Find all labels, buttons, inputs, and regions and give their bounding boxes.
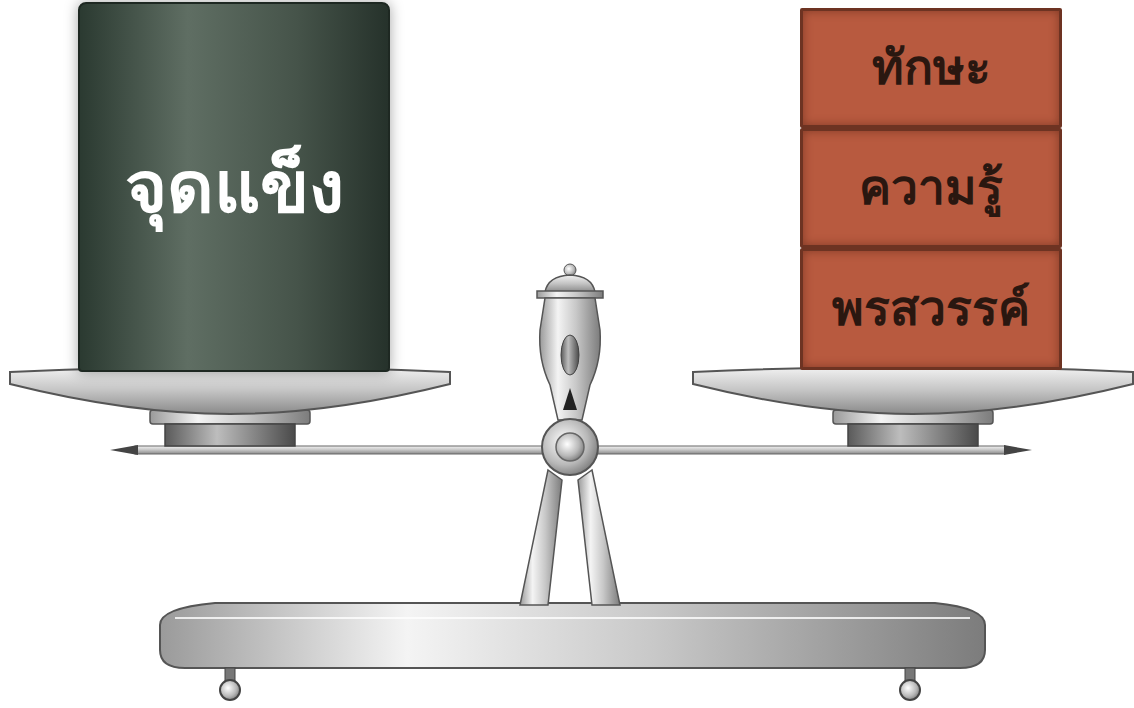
brick-block: ทักษะ (800, 8, 1062, 128)
post-body (540, 298, 601, 420)
post-dome (545, 275, 595, 292)
pan-support (848, 424, 978, 446)
node-label: พรสวรรค์ (832, 280, 1030, 338)
scale-pan (10, 367, 450, 414)
scale-pan (693, 367, 1133, 414)
strength-book: จุดแข็ง (78, 2, 390, 372)
post-leg (520, 470, 562, 605)
node-label: จุดแข็ง (125, 144, 344, 230)
beam-tip (110, 445, 138, 455)
post-window (561, 335, 579, 375)
pan-support (165, 424, 295, 446)
brick-block: พรสวรรค์ (800, 248, 1062, 370)
node-label: ทักษะ (872, 39, 991, 97)
pivot-hub (556, 433, 584, 461)
wheel (220, 680, 240, 700)
scale-pivot (542, 419, 598, 475)
beam-tip (1004, 445, 1032, 455)
post-cap (537, 291, 603, 298)
post-leg (578, 470, 620, 605)
node-label: ความรู้ (859, 159, 1003, 217)
brick-block: ความรู้ (800, 128, 1062, 248)
post-knob (564, 264, 576, 276)
wheel (900, 680, 920, 700)
scale-pointer (563, 388, 577, 410)
scale-base (160, 603, 985, 668)
base-highlight (175, 617, 970, 619)
